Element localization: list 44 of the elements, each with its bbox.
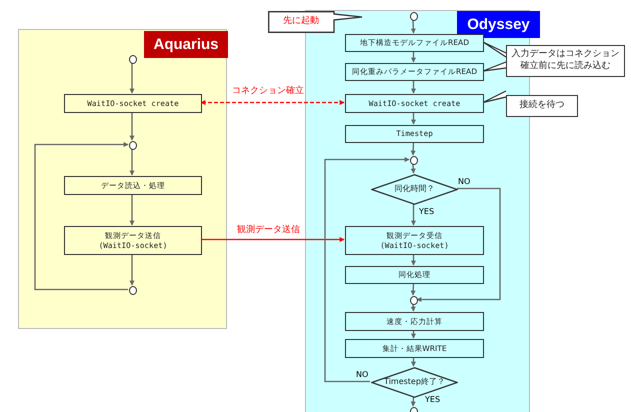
decision-diamond: 同化時間？ <box>371 174 458 205</box>
connector-circle <box>410 12 418 21</box>
arrow <box>130 194 134 226</box>
arrow <box>324 157 410 382</box>
arrow <box>411 254 416 266</box>
edge-label: YES <box>425 395 440 404</box>
connector-circle <box>410 296 418 305</box>
arrow <box>410 304 416 312</box>
connector-circle <box>410 156 418 165</box>
arrow <box>411 204 416 226</box>
arrow <box>34 142 129 290</box>
arrow <box>410 282 416 296</box>
arrow <box>410 142 416 156</box>
edge-label: 観測データ送信 <box>237 224 300 236</box>
panel-title: Odyssey <box>457 11 540 38</box>
connector-circle <box>129 286 137 295</box>
callout-tail <box>482 90 507 104</box>
arrow <box>130 63 134 94</box>
arrow <box>411 357 416 367</box>
arrow <box>410 20 416 34</box>
callout-tail <box>482 41 507 58</box>
arrow <box>416 188 501 302</box>
callout-box: 接続を待つ <box>506 95 578 117</box>
edge-label: コネクション確立 <box>232 84 304 97</box>
edge-label: NO <box>356 370 368 379</box>
arrow <box>411 112 416 125</box>
arrow <box>130 149 134 176</box>
arrow <box>130 112 134 141</box>
callout-tail <box>482 61 507 72</box>
edge-label: NO <box>458 177 470 186</box>
edge-label: YES <box>419 207 434 216</box>
arrow <box>201 237 345 242</box>
arrow <box>410 164 416 174</box>
connector-circle <box>129 141 137 150</box>
arrow <box>411 51 416 63</box>
arrow <box>410 396 416 407</box>
panel-title: Aquarius <box>144 31 228 58</box>
arrow <box>130 254 134 286</box>
arrow <box>411 80 416 94</box>
arrow <box>411 330 416 339</box>
connector-circle <box>129 55 137 64</box>
callout-box: 入力データはコネクション確立前に先に読み込む <box>506 45 625 77</box>
callout-box: 先に起動 <box>268 11 364 33</box>
arrow <box>200 100 345 105</box>
